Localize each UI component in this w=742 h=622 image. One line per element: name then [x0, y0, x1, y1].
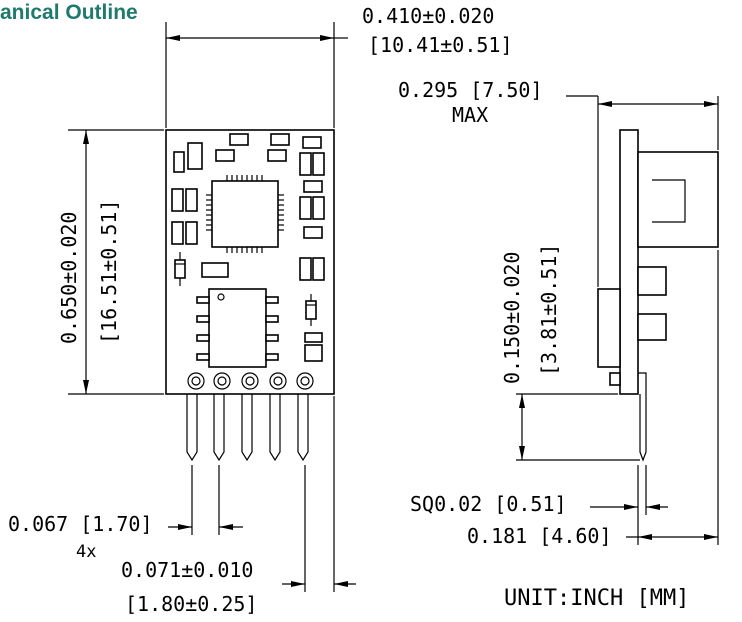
component-top-d [267, 149, 287, 162]
component-mid-b [299, 257, 312, 281]
side-board [619, 129, 639, 395]
front-view [68, 22, 356, 592]
component-right-a [299, 152, 312, 176]
pin-pads [187, 372, 314, 390]
side-pin [638, 372, 647, 462]
component-right-c [303, 180, 323, 193]
component-left-a [171, 188, 184, 212]
max-label-in: 0.295 [7.50] [398, 78, 543, 102]
component-top-left [173, 151, 185, 173]
component-left-d [185, 221, 198, 245]
component-right-d [299, 196, 312, 220]
component-left-b [185, 188, 198, 212]
diode-right [305, 294, 317, 326]
drawing-title: anical Outline [0, 1, 138, 24]
component-right-f [303, 226, 323, 239]
side-view [516, 95, 719, 545]
pin-pitch-dimension [168, 465, 243, 535]
height-label-in: 0.650±0.020 [57, 212, 81, 344]
pin-length-label-mm: [3.81±0.51] [537, 244, 561, 376]
height-dimension [68, 129, 164, 395]
pin-length-label-in: 0.150±0.020 [500, 252, 524, 384]
height-label-mm: [16.51±0.51] [97, 200, 121, 345]
pin-count-label: 4x [76, 542, 96, 562]
component-top-c [270, 133, 290, 146]
component-mid-a [201, 262, 229, 278]
side-component-b [637, 313, 667, 341]
side-component-top [637, 151, 719, 248]
max-height-dimension [566, 95, 719, 287]
qfn-ic [206, 175, 284, 253]
unit-label: UNIT:INCH [MM] [504, 586, 689, 611]
diode-left [174, 252, 186, 286]
side-depth-label: 0.181 [4.60] [467, 524, 612, 548]
width-label-mm: [10.41±0.51] [368, 33, 513, 57]
pin-offset-label-in: 0.071±0.010 [121, 558, 253, 582]
width-label-in: 0.410±0.020 [362, 4, 494, 28]
component-right-e [312, 196, 325, 220]
soic-ic [196, 288, 279, 368]
side-depth-dimension [590, 250, 719, 545]
component-mid-c [312, 257, 325, 281]
pins [186, 394, 309, 462]
component-top-a [215, 149, 235, 162]
component-top-b [229, 133, 249, 146]
pin-offset-label-mm: [1.80±0.25] [125, 592, 257, 616]
component-low-a [304, 332, 323, 343]
component-low-b [304, 344, 323, 362]
side-pad [609, 372, 621, 386]
pin-square-label: SQ0.02 [0.51] [410, 492, 567, 516]
side-component-back [597, 288, 621, 368]
width-dimension [165, 22, 348, 128]
side-component-a [637, 266, 667, 296]
pin-pitch-label: 0.067 [1.70] [8, 512, 153, 536]
component-left-c [171, 221, 184, 245]
component-right-b [312, 152, 325, 176]
max-label: MAX [452, 103, 488, 127]
component-top-e [302, 136, 322, 149]
pin-offset-dimension [282, 396, 356, 592]
pin-length-dimension [516, 393, 640, 461]
component-top-left-2 [187, 142, 203, 170]
